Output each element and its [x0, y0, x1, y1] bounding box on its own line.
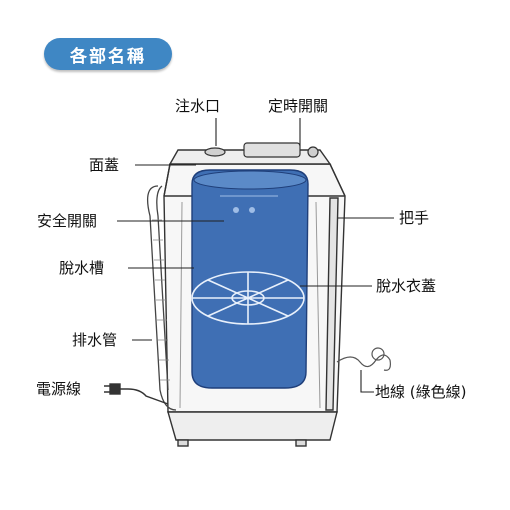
- label-timer-switch: 定時開關: [268, 97, 329, 115]
- spin-tub: [191, 169, 309, 389]
- label-top-cover: 面蓋: [89, 156, 120, 174]
- leader-lines: [117, 118, 394, 393]
- label-ground-wire: 地線 (綠色線): [375, 383, 467, 401]
- diagram-title: 各部名稱: [44, 38, 172, 70]
- drain-hose: [146, 185, 177, 411]
- label-spin-tub: 脫水槽: [59, 259, 105, 277]
- label-water-inlet: 注水口: [175, 97, 221, 115]
- label-safety-switch: 安全開關: [37, 212, 98, 230]
- label-drain-hose: 排水管: [72, 331, 118, 349]
- label-spin-tub-cover: 脫水衣蓋: [376, 277, 437, 295]
- power-cord: [104, 383, 169, 405]
- label-handle: 把手: [399, 209, 430, 227]
- label-power-cord: 電源線: [36, 380, 82, 398]
- spin-tub-cover: [191, 271, 305, 325]
- top-controls: [204, 142, 319, 158]
- ground-wire: [336, 347, 391, 371]
